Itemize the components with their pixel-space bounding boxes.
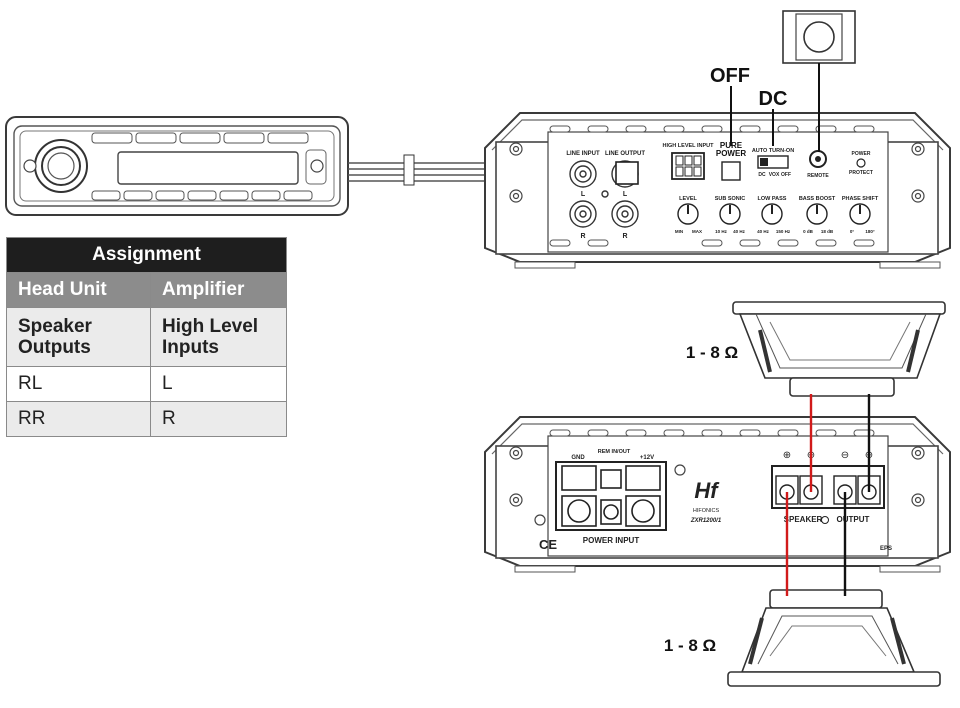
knob-lowpass-label: LOW PASS [758, 196, 787, 202]
impedance-top: 1 - 8 Ω [686, 343, 738, 362]
table-row: RR R [6, 401, 287, 437]
amplifier-front-panel: LINE INPUT LINE OUTPUT L L R R HIGH LEVE… [484, 112, 951, 269]
auto-turn-on-label: AUTO TURN-ON [752, 148, 794, 154]
channel-r-label-2: R [622, 233, 627, 240]
power-label: POWER [852, 151, 871, 157]
speaker-wires [785, 394, 871, 596]
eps-mark: EPS [880, 546, 892, 552]
header-head-unit: Head Unit [6, 272, 151, 308]
knob-bassboost-max: 18 dB [821, 229, 834, 234]
gnd-label: GND [571, 455, 585, 461]
bypass-switch [721, 161, 741, 181]
knob-phaseshift-min: 0° [850, 229, 855, 234]
knob-phaseshift-max: 180° [865, 229, 875, 234]
knob-level-max: MAX [692, 229, 702, 234]
subheader-speaker-outputs: Speaker Outputs [6, 307, 151, 367]
head-unit [5, 116, 349, 216]
knob-row: LEVEL SUB SONIC LOW PASS BASS BOOST PHAS… [675, 196, 879, 234]
switch-opt-dc: DC [758, 172, 766, 178]
brand-logo: Hf [694, 478, 720, 503]
callout-dc: DC [759, 88, 788, 110]
high-level-input-label: HIGH LEVEL INPUT [663, 143, 715, 149]
impedance-bottom: 1 - 8 Ω [664, 636, 716, 655]
speaker-label: SPEAKER [784, 515, 823, 524]
line-input-label: LINE INPUT [566, 151, 600, 157]
channel-r-label-1: R [580, 233, 585, 240]
output-label: OUTPUT [837, 515, 870, 524]
callout-off: OFF [710, 65, 750, 87]
cell-r: R [150, 401, 287, 437]
channel-l-label-1: L [581, 191, 586, 198]
header-amplifier: Amplifier [150, 272, 287, 308]
knob-phaseshift-label: PHASE SHIFT [842, 196, 879, 202]
switch-opt-vox: VOX [769, 172, 780, 178]
channel-l-label-2: L [623, 191, 628, 198]
knob-level-label: LEVEL [679, 196, 697, 202]
polarity-3: ⊖ [841, 450, 849, 461]
knob-lowpass-max: 150 Hz [776, 229, 791, 234]
subheader-high-level-inputs: High Level Inputs [150, 307, 287, 367]
brand-name: HIFONICS [693, 508, 720, 514]
cell-rr: RR [6, 401, 151, 437]
subwoofer-bottom [727, 589, 941, 687]
knob-bassboost-label: BASS BOOST [799, 196, 836, 202]
knob-level-min: MIN [675, 229, 683, 234]
knob-subsonic-min: 10 Hz [715, 229, 728, 234]
line-output-label: LINE OUTPUT [605, 151, 645, 157]
knob-bassboost-min: 0 dB [803, 229, 814, 234]
plus12-label: +12V [640, 455, 654, 461]
polarity-1: ⊕ [783, 450, 791, 461]
protect-label: PROTECT [849, 170, 873, 176]
rem-label: REM IN/OUT [598, 449, 631, 455]
callout-lines [730, 86, 774, 146]
remote-bass-control [782, 10, 856, 152]
cell-rl: RL [6, 366, 151, 402]
pure-power-logo-2: POWER [716, 149, 746, 158]
knob-subsonic-max: 40 Hz [733, 229, 746, 234]
cell-l: L [150, 366, 287, 402]
ce-mark: CE [539, 537, 557, 552]
table-title: Assignment [6, 237, 287, 273]
knob-subsonic-label: SUB SONIC [715, 196, 746, 202]
subwoofer-top [732, 301, 946, 397]
switch-opt-off: OFF [781, 172, 791, 178]
assignment-table: Assignment Head Unit Amplifier Speaker O… [6, 237, 287, 437]
knob-lowpass-min: 40 Hz [757, 229, 770, 234]
table-row: RL L [6, 366, 287, 402]
model-name: ZXR1200/1 [690, 518, 722, 524]
amplifier-rear-panel: GND REM IN/OUT +12V POWER INPUT Hf HIFON… [484, 416, 951, 573]
remote-label: REMOTE [807, 173, 829, 179]
power-input-label: POWER INPUT [583, 536, 640, 545]
power-led [856, 158, 866, 168]
